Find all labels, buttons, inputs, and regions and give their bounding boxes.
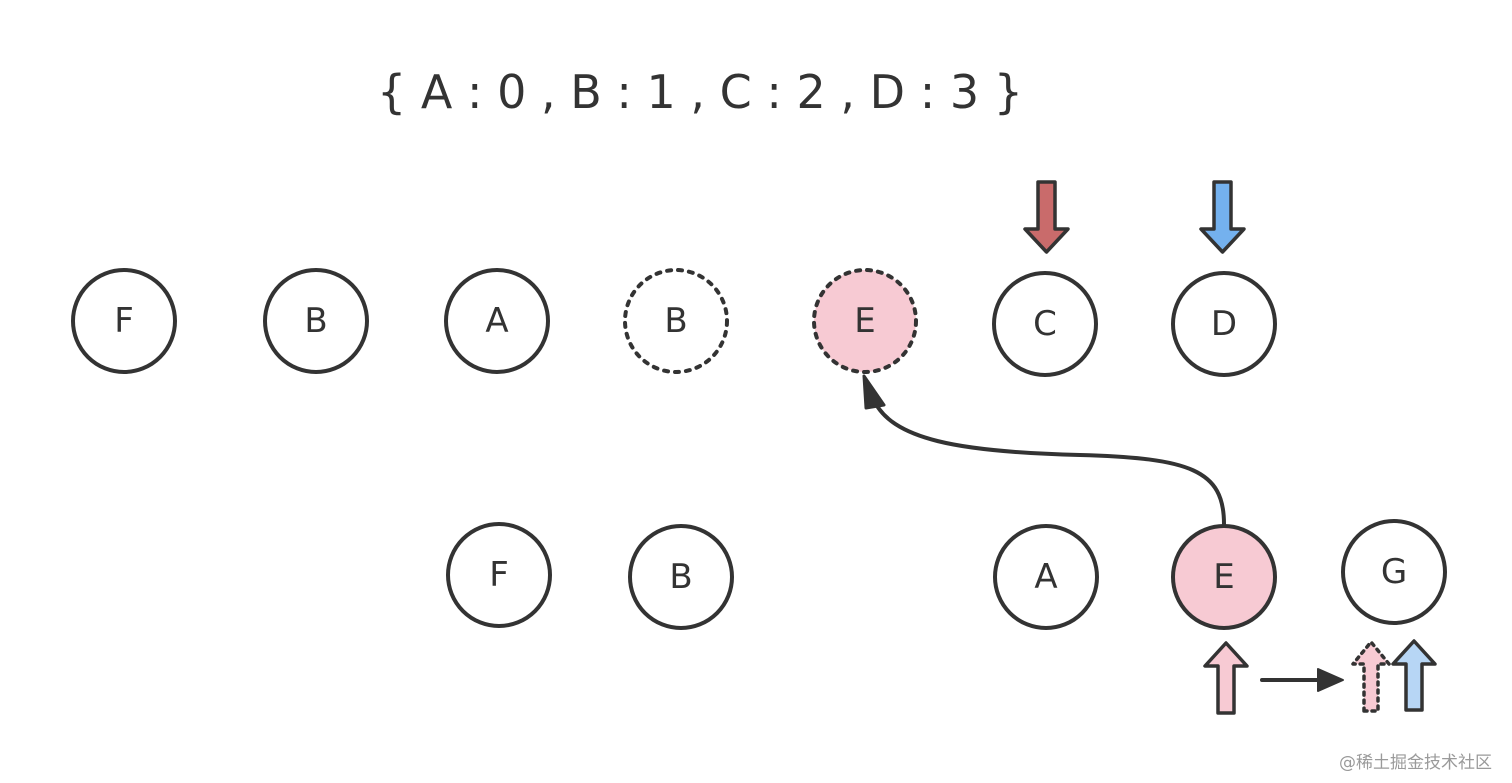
old-start-pointer-icon [1023,180,1070,254]
watermark: @稀土掘金技术社区 [1339,753,1492,773]
arrow-right-icon [1317,668,1344,692]
new-node-E: E [1171,524,1277,630]
move-arrow [862,374,1226,526]
old-node-B: B [263,268,369,374]
new-node-B: B [628,524,734,630]
new-start-pointer-next-icon [1351,640,1391,713]
new-start-pointer-icon [1203,641,1249,715]
new-node-F: F [446,522,552,628]
old-node-B-removed: B [623,268,729,374]
new-node-G: G [1341,519,1447,625]
old-node-label: C [1033,304,1057,344]
new-node-label: B [669,557,692,597]
old-node-label: D [1211,304,1237,344]
old-node-D: D [1171,271,1277,377]
key-index-map: { A : 0 , B : 1 , C : 2 , D : 3 } [377,65,1023,119]
new-end-pointer-icon [1391,639,1437,712]
move-arrow-head-icon [862,374,886,410]
old-node-label: B [664,301,687,341]
new-node-label: E [1213,557,1234,597]
pointer-advance-arrow [1260,668,1344,692]
old-node-C: C [992,271,1098,377]
new-node-label: A [1034,557,1057,597]
old-node-label: A [485,301,508,341]
new-node-label: F [489,555,509,595]
old-node-F: F [71,268,177,374]
old-node-E-moved: E [812,268,918,374]
old-node-label: E [854,301,875,341]
old-end-pointer-icon [1199,180,1246,254]
new-node-label: G [1381,552,1407,592]
old-node-label: B [304,301,327,341]
new-node-A: A [993,524,1099,630]
old-node-label: F [114,301,134,341]
old-node-A: A [444,268,550,374]
